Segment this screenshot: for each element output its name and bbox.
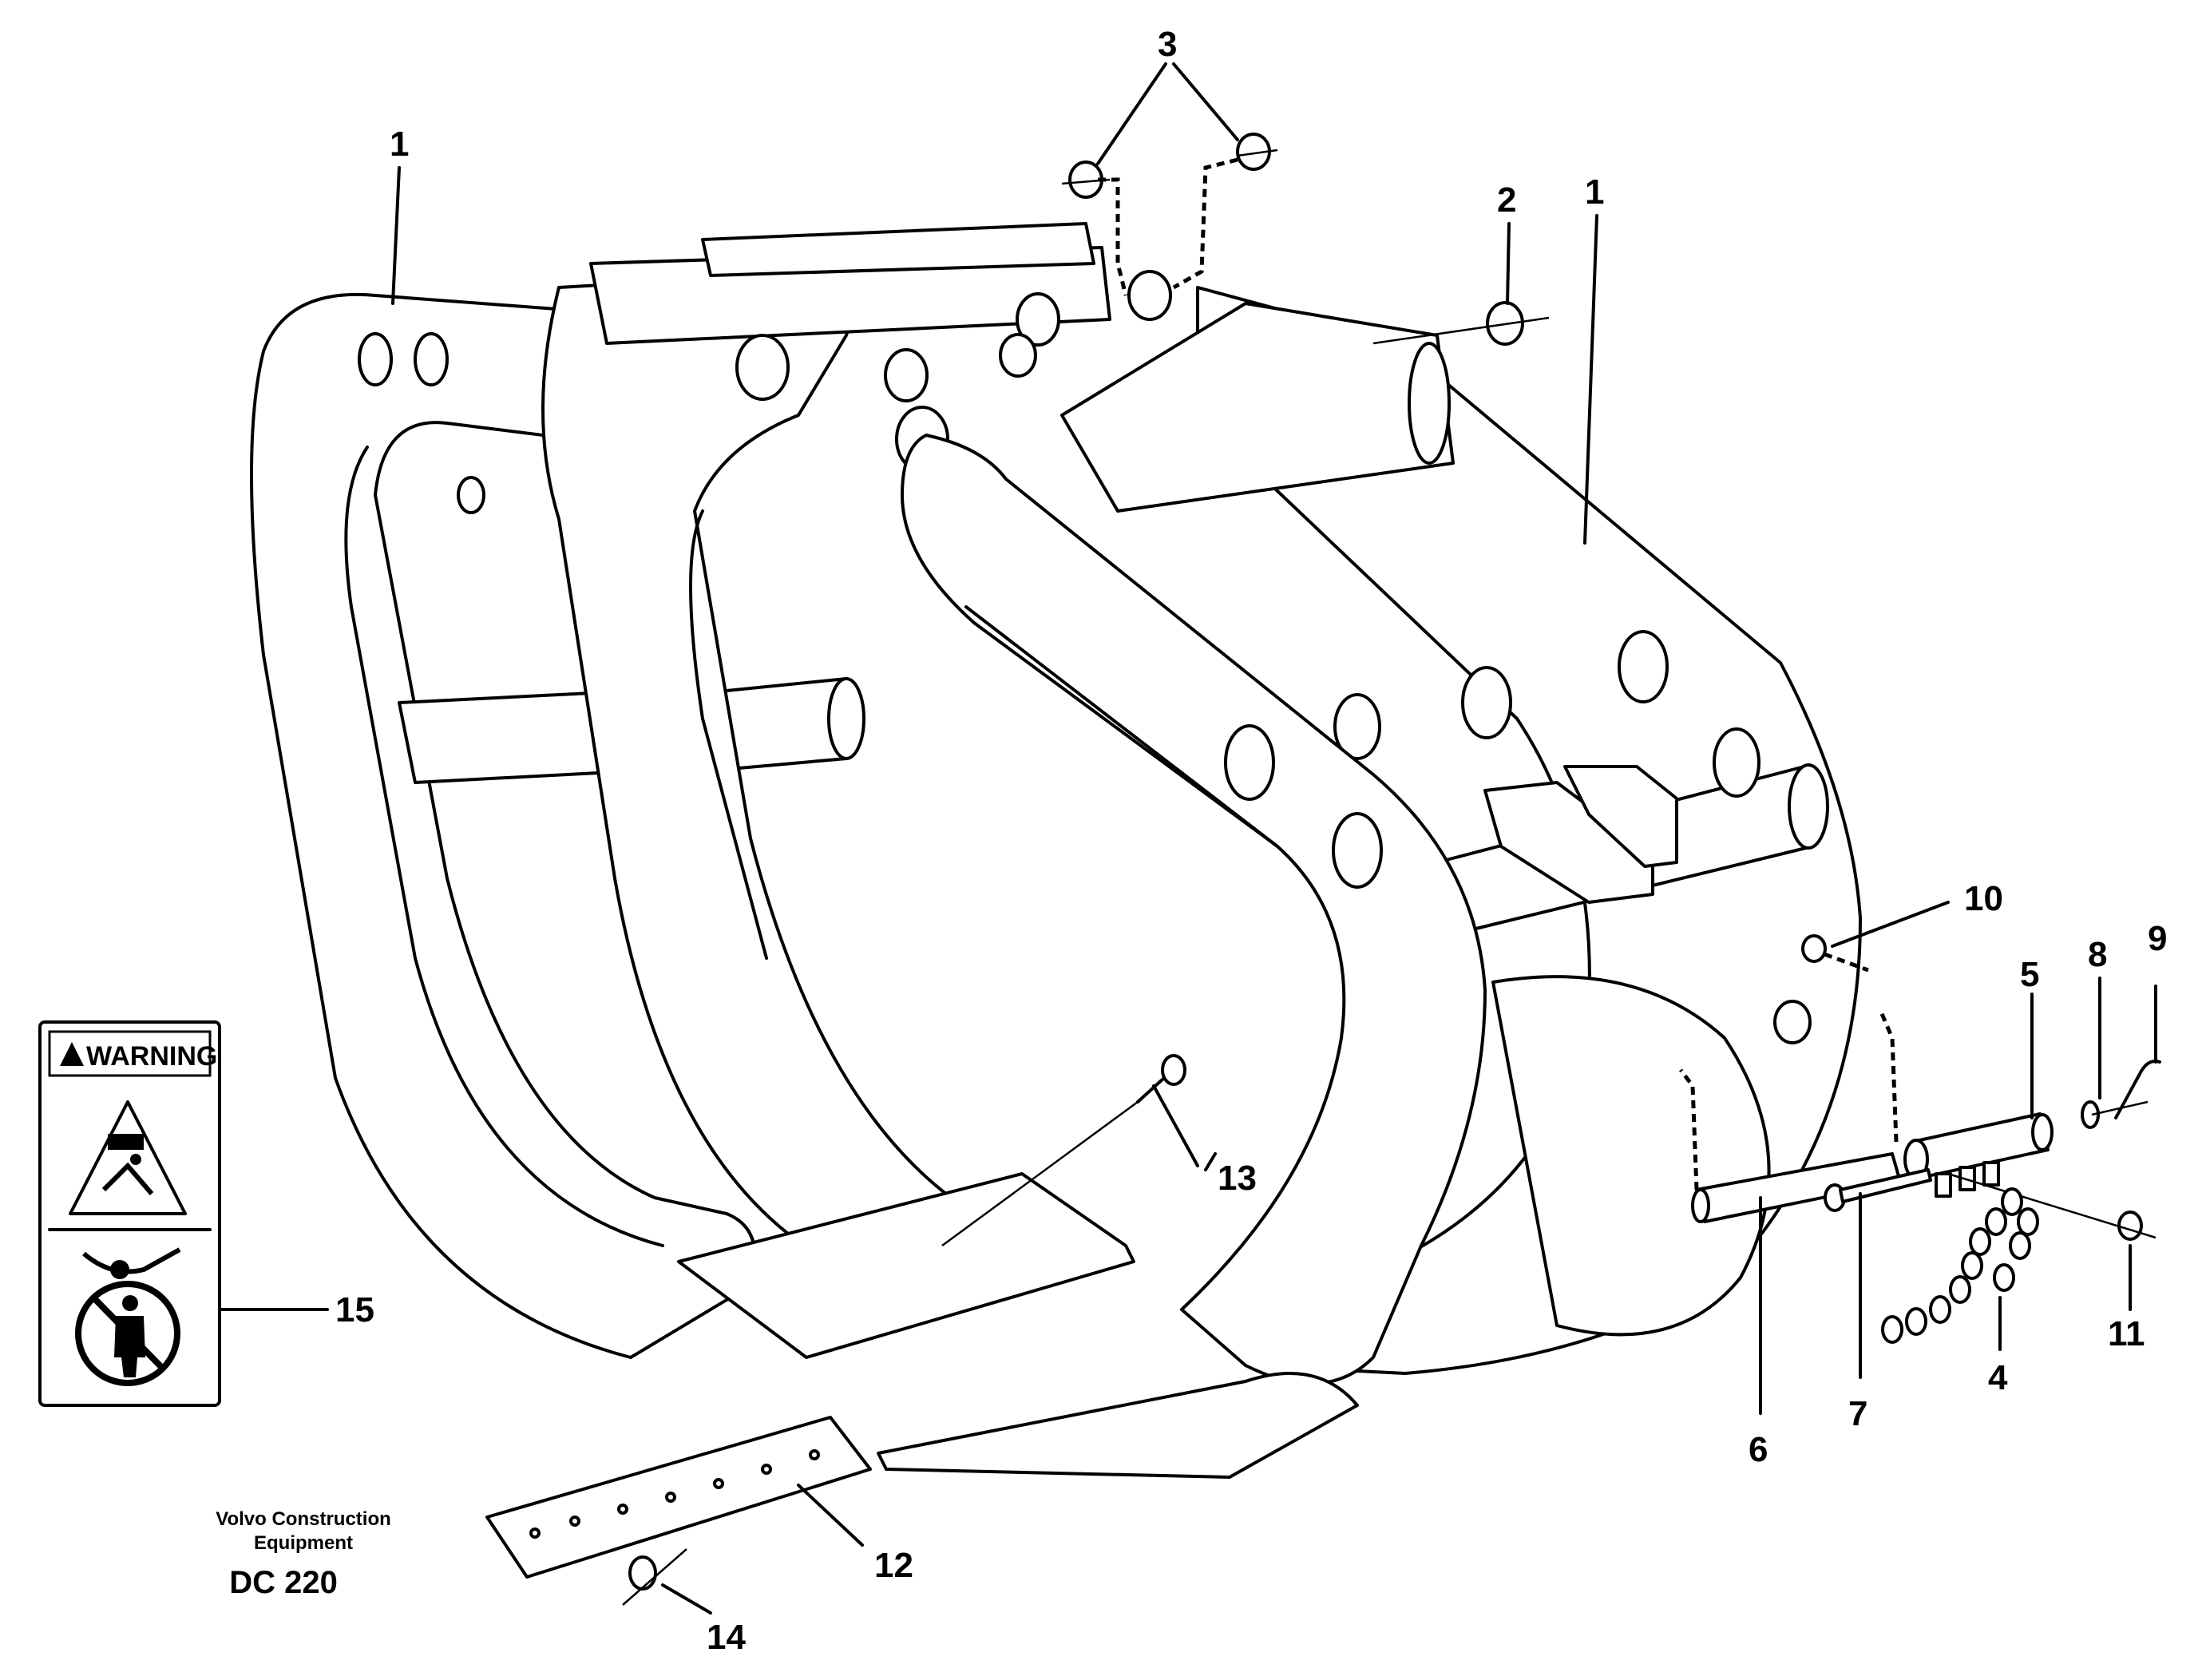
callout-7: 7 [1848,1394,1867,1433]
callout-12: 12 [874,1546,913,1585]
warning-header: WARNING [86,1041,217,1072]
callout-1-right: 1 [1585,172,1604,212]
bushing-2 [1372,301,1550,346]
callout-13: 13 [1218,1159,1257,1198]
callout-3: 3 [1158,25,1177,64]
pin-6 [1679,1068,1902,1223]
callout-8: 8 [2088,935,2107,974]
company-name-line2: Equipment [254,1532,353,1554]
company-name-line1: Volvo Construction [216,1508,391,1530]
bushing-3-left [1061,160,1128,296]
callout-9: 9 [2148,919,2167,958]
callout-4: 4 [1988,1358,2008,1397]
bottom-lip [877,1372,1359,1479]
callout-14: 14 [707,1618,746,1657]
callout-6: 6 [1749,1430,1768,1469]
front-grip-arm [901,434,1678,1385]
bushing-3-right [1172,133,1278,290]
left-arm-scoop [677,1172,1135,1359]
warning-sign: WARNING [38,1020,221,1407]
split-pin-9 [2114,1060,2161,1119]
callout-5: 5 [2020,955,2039,994]
top-cross-tubes [589,222,1376,473]
warning-triangle-icon [60,1042,84,1066]
bolt-13 [941,1054,1186,1247]
bolt-10 [1801,934,1869,973]
pin-5 [1878,1009,2054,1198]
cutting-edge-strip [485,1416,872,1579]
leader-lines [218,62,2157,1615]
nut-14 [622,1548,687,1606]
callout-11: 11 [2108,1314,2145,1353]
callout-2: 2 [1497,180,1516,220]
crush-hazard-icon [69,1100,187,1215]
callout-15: 15 [335,1290,374,1329]
callout-10: 10 [1964,879,2003,918]
callout-1-left: 1 [390,125,409,164]
nut-11 [1947,1172,2157,1241]
no-person-icon [75,1281,180,1386]
drawing-code: DC 220 [229,1565,338,1600]
chain-4 [1881,1187,2039,1344]
bolt-7 [1824,1168,1932,1212]
washer-8 [2081,1100,2100,1129]
